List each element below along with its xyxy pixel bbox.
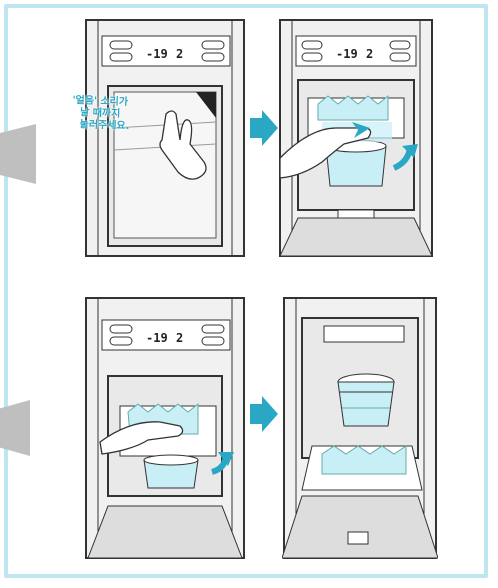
display-fridge-temp-3: 2	[176, 331, 183, 345]
display-fridge-temp: 2	[176, 47, 183, 61]
instruction-caption: '얼음' 소리가 날 때까지 눌러주세요.	[71, 95, 130, 133]
display-fridge-temp-2: 2	[366, 47, 373, 61]
caption-line-3: 눌러주세요.	[71, 119, 129, 133]
step-arrow-icon	[250, 110, 278, 146]
display-freezer-temp-2: -19	[336, 47, 358, 61]
step-2-panel: -19 2	[278, 18, 434, 258]
ice-bin-icon-4	[302, 446, 422, 490]
side-marker-top	[0, 124, 36, 184]
side-marker-bottom	[0, 400, 30, 456]
step-4-panel	[282, 296, 438, 560]
step-1-panel: -19 2	[84, 18, 246, 258]
step-arrow-icon-2	[250, 396, 278, 432]
step-3-panel: -19 2	[84, 296, 246, 560]
ice-bucket-icon	[338, 374, 394, 426]
display-freezer-temp-3: -19	[146, 331, 168, 345]
display-freezer-temp: -19	[146, 47, 168, 61]
